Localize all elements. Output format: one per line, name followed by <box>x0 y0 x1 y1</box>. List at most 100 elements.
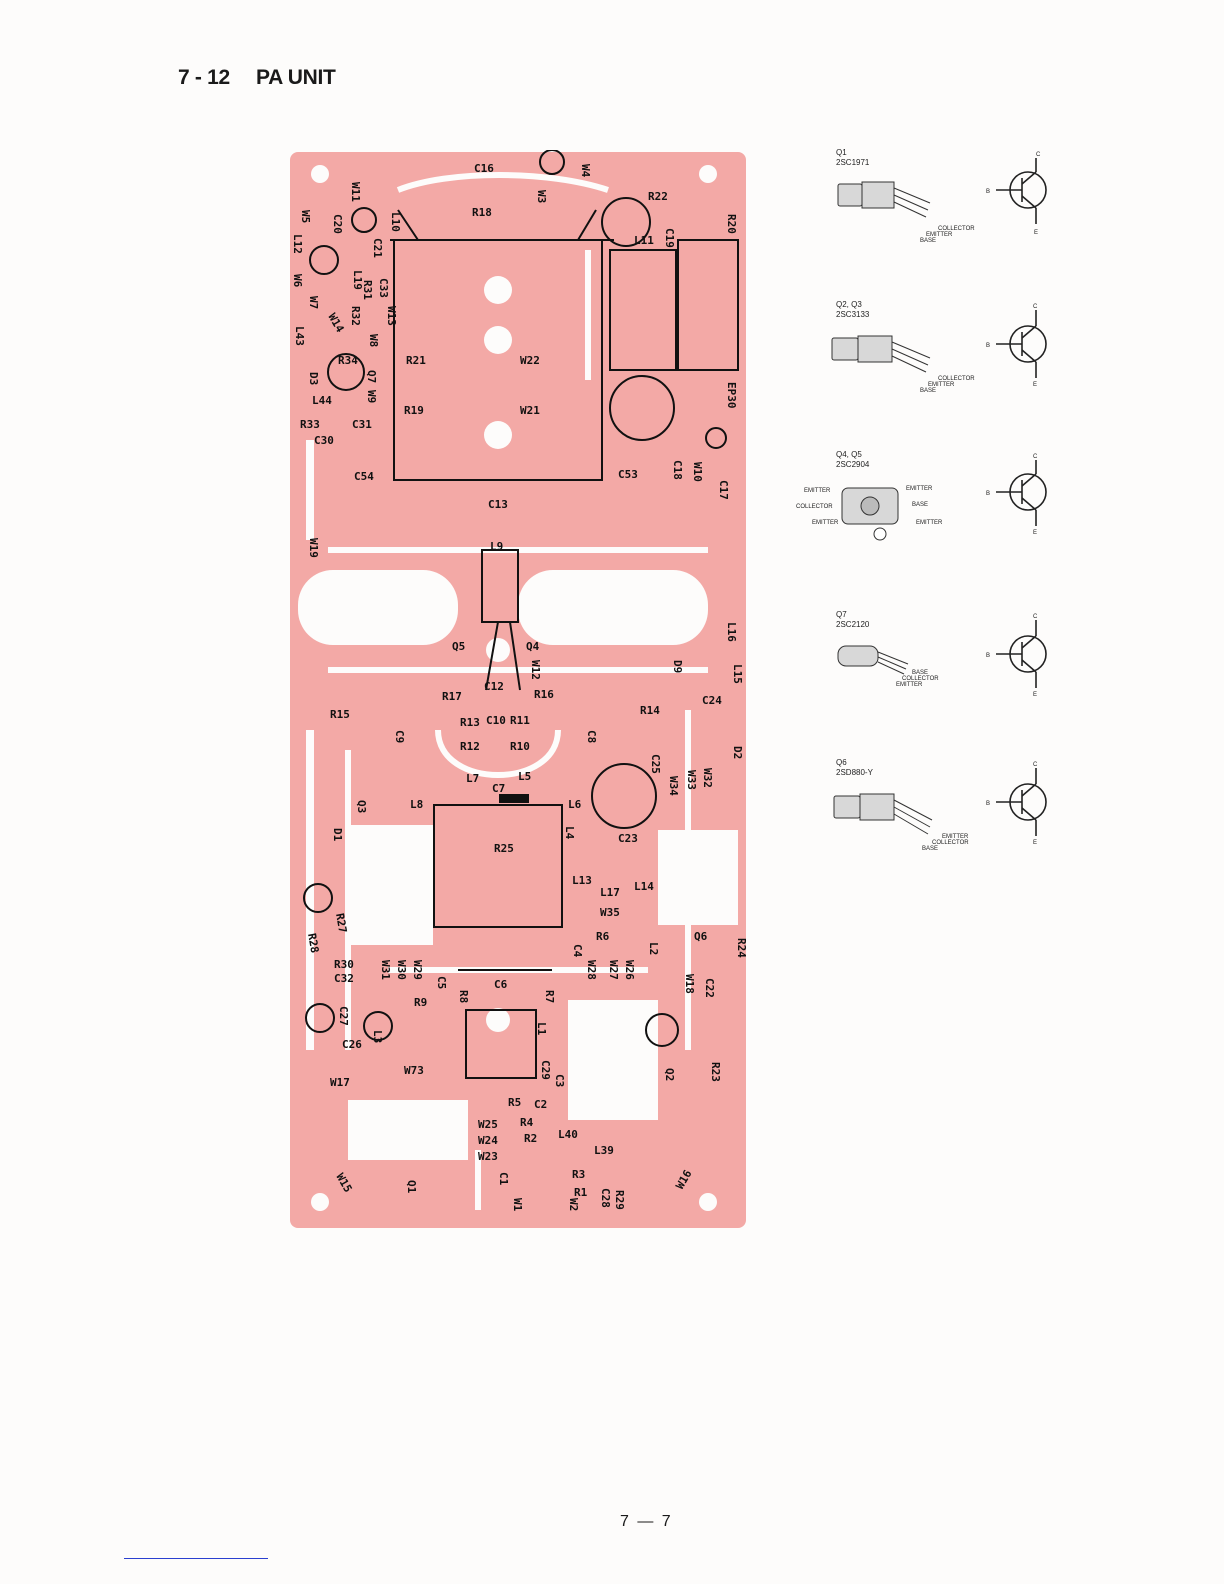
pin-label: EMITTER <box>804 488 831 494</box>
pin-label: COLLECTOR <box>938 226 975 232</box>
section-number: 7 - 12 <box>178 66 230 89</box>
component-label: C1 <box>497 1172 510 1186</box>
symbol-c: C <box>1033 762 1038 768</box>
pin-label: EMITTER <box>916 520 943 526</box>
component-label: R33 <box>300 418 320 431</box>
component-label: C33 <box>377 278 390 298</box>
component-label: W22 <box>520 354 540 367</box>
component-label: L5 <box>518 770 531 783</box>
component-label: Q5 <box>452 640 465 653</box>
component-label: W11 <box>349 182 362 202</box>
symbol-e: E <box>1033 692 1037 698</box>
component-label: W5 <box>299 210 312 223</box>
flange-package-icon <box>841 487 899 541</box>
pinout-q4-q5: Q4, Q5 2SC2904 EMITTER EMITTER COLLECTOR… <box>790 450 1070 590</box>
component-label: R21 <box>406 354 426 367</box>
pin-label: EMITTER <box>928 382 955 388</box>
npn-symbol-icon <box>996 620 1047 688</box>
component-label: W18 <box>683 974 696 994</box>
component-label: C19 <box>663 228 676 248</box>
component-label: C2 <box>534 1098 547 1111</box>
component-label: L13 <box>572 874 592 887</box>
npn-symbol-icon <box>996 460 1047 526</box>
component-label: C8 <box>585 730 598 743</box>
component-label: C9 <box>393 730 406 743</box>
component-label: W31 <box>379 960 392 980</box>
transistor-part: 2SC2904 <box>836 460 870 469</box>
component-label: W17 <box>330 1076 350 1089</box>
component-label: R18 <box>472 206 492 219</box>
component-label: C21 <box>371 238 384 258</box>
component-label: C6 <box>494 978 508 991</box>
component-label: C4 <box>571 944 584 958</box>
to220-package-icon <box>837 181 931 218</box>
component-label: R23 <box>709 1062 722 1082</box>
component-label: Q7 <box>365 370 378 383</box>
component-label: R31 <box>361 280 374 300</box>
transistor-part: 2SC1971 <box>836 158 870 167</box>
component-label: R13 <box>460 716 480 729</box>
component-label: R7 <box>543 990 556 1003</box>
component-label: C53 <box>618 468 638 481</box>
transistor-part: 2SC3133 <box>836 310 870 319</box>
component-label: L2 <box>647 942 660 955</box>
component-label: C5 <box>435 976 448 989</box>
component-label: Q2 <box>663 1068 676 1081</box>
pin-label: EMITTER <box>906 486 933 492</box>
symbol-b: B <box>986 189 990 195</box>
to220-package-icon <box>833 793 933 835</box>
component-label: Q1 <box>405 1180 418 1194</box>
pinout-drawing: COLLECTOR EMITTER BASE B C E <box>831 304 1047 394</box>
component-label: W1 <box>511 1198 524 1212</box>
component-label: C3 <box>553 1074 566 1087</box>
symbol-e: E <box>1033 840 1037 846</box>
component-label: W26 <box>623 960 636 980</box>
pinout-q1: Q1 2SC1971 COLLECTOR EMITTER BASE B C E <box>790 148 1070 288</box>
component-label: R19 <box>404 404 424 417</box>
pin-label: COLLECTOR <box>796 504 833 510</box>
pin-label: EMITTER <box>896 682 923 688</box>
component-label: C13 <box>488 498 508 511</box>
component-label: R14 <box>640 704 660 717</box>
component-label: W12 <box>529 660 542 680</box>
component-label: L7 <box>466 772 479 785</box>
npn-symbol-icon <box>996 310 1047 378</box>
component-label: C16 <box>474 162 494 175</box>
component-label: R25 <box>494 842 514 855</box>
pinout-drawing: BASE COLLECTOR EMITTER B C E <box>837 614 1047 698</box>
symbol-b: B <box>986 491 990 497</box>
component-label: L17 <box>600 886 620 899</box>
component-label: W28 <box>585 960 598 980</box>
component-label: L12 <box>291 234 304 254</box>
npn-symbol-icon <box>996 768 1047 836</box>
component-label: R27 <box>333 912 349 934</box>
pin-label: BASE <box>912 502 928 508</box>
transistor-part: 2SC2120 <box>836 620 870 629</box>
component-label: W73 <box>404 1064 424 1077</box>
component-label: R15 <box>330 708 350 721</box>
component-label: W19 <box>307 538 320 558</box>
component-label: Q6 <box>694 930 708 943</box>
symbol-c: C <box>1033 614 1038 620</box>
component-label: R30 <box>334 958 354 971</box>
component-label: R8 <box>457 990 470 1003</box>
component-label: W29 <box>411 960 424 980</box>
component-label: R34 <box>338 354 358 367</box>
pinout-drawing: EMITTER COLLECTOR BASE B C E <box>833 762 1047 852</box>
component-label: D3 <box>307 372 320 385</box>
component-label: D2 <box>731 746 744 759</box>
symbol-c: C <box>1036 152 1041 158</box>
pinout-q7: Q7 2SC2120 BASE COLLECTOR EMITTER B C E <box>790 610 1070 750</box>
board-cutouts <box>298 165 738 1211</box>
component-label: L11 <box>634 234 654 247</box>
board-outlines <box>303 149 739 1079</box>
component-label: W8 <box>367 334 380 347</box>
component-label: R17 <box>442 690 462 703</box>
component-label: C29 <box>539 1060 552 1080</box>
component-label: C23 <box>618 832 638 845</box>
component-label: W35 <box>600 906 620 919</box>
